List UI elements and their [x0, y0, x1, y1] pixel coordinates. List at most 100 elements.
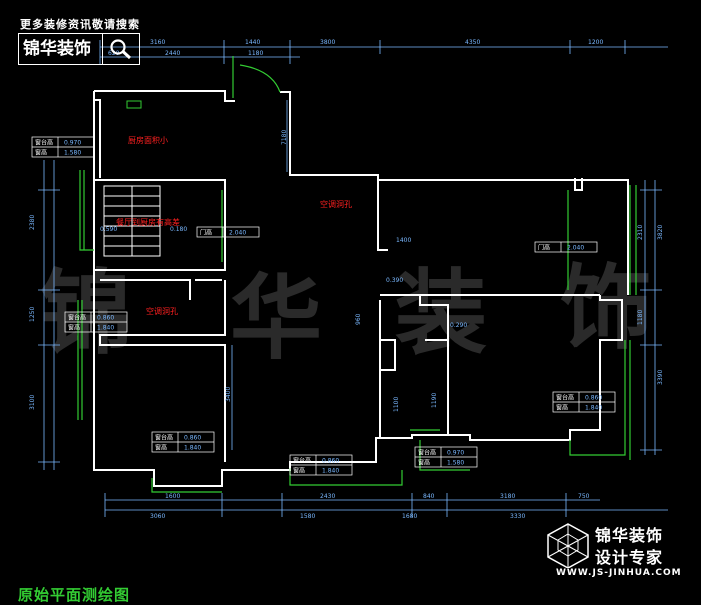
spec-table-value: 1.580 [447, 460, 464, 467]
walls [93, 90, 629, 487]
dim-inner-1: 7180 [281, 130, 288, 145]
stairs [103, 185, 161, 257]
spec-table-value: 0.860 [322, 458, 339, 465]
dim-right-2: 3820 [657, 225, 664, 240]
spec-table-key: 门高 [200, 229, 212, 237]
dimension-texts: 3160 1440 3800 4350 1200 620 2440 1180 1… [29, 39, 664, 520]
spec-table-key: 窗台高 [293, 457, 311, 465]
dim-bottom-5: 750 [578, 493, 590, 500]
dim-bottom-1: 1600 [165, 493, 180, 500]
brand-name: 锦华装饰 [595, 526, 664, 545]
spec-table-key: 窗台高 [556, 394, 574, 402]
watermark-char-3: 装 [395, 260, 487, 367]
brand-url[interactable]: WWW.JS-JINHUA.COM [556, 568, 682, 578]
label-air-1: 空调洞孔 [320, 199, 352, 209]
dim-inner-5: 1400 [396, 237, 411, 244]
spec-table-key: 窗高 [293, 467, 305, 475]
elevation-2: 0.180 [170, 226, 187, 233]
spec-table: 窗台高 0.860 窗高 1.840 [552, 391, 616, 413]
watermark-char-4: 饰 [560, 255, 652, 362]
spec-table-key: 窗高 [556, 404, 568, 412]
dim-right-1: 2310 [637, 225, 644, 240]
dim-bottom-6: 3060 [150, 513, 165, 520]
dim-top-3: 3800 [320, 39, 335, 46]
watermark: 锦 华 装 饰 [40, 255, 652, 372]
spec-table: 门高 2.040 [534, 241, 598, 253]
spec-table-value: 1.580 [64, 150, 81, 157]
dim-bottom-7: 1580 [300, 513, 315, 520]
dim-right-3: 1180 [637, 310, 644, 325]
dim-bottom-9: 3330 [510, 513, 525, 520]
dim-inner-4: 1100 [393, 397, 400, 412]
drawing-title: 原始平面测绘图 [18, 586, 131, 604]
spec-table-key: 窗高 [35, 149, 47, 157]
watermark-char-2: 华 [230, 265, 322, 372]
dim-top-8: 1180 [248, 50, 263, 57]
label-dining: 餐厅到厨房有高差 [116, 217, 180, 227]
spec-table-key: 窗台高 [35, 139, 53, 147]
dim-left-3: 3100 [29, 395, 36, 410]
spec-table-frame [534, 241, 598, 253]
dim-left-1: 2380 [29, 215, 36, 230]
spec-table-key: 门高 [538, 244, 550, 252]
dim-bottom-4: 3180 [500, 493, 515, 500]
logo-search-box[interactable]: 锦华装饰 [18, 33, 140, 65]
window-door-tables: 窗台高 0.970 窗高 1.580 门高 2.040 门高 2.040 窗台高 0.860 窗高 1… [31, 136, 616, 476]
spec-table-key: 窗台高 [68, 314, 86, 322]
spec-table-frame [196, 226, 260, 238]
spec-table-value: 2.040 [567, 245, 584, 252]
dim-inner-2: 3400 [225, 387, 232, 402]
brand-block: 锦华装饰 设计专家 [545, 520, 695, 570]
search-button[interactable] [103, 34, 139, 64]
spec-table-value: 2.040 [229, 230, 246, 237]
search-note: 更多装修资讯敬请搜索 [20, 18, 140, 31]
kitchen-fixture [126, 100, 142, 109]
spec-table: 窗台高 0.860 窗高 1.840 [151, 431, 215, 453]
dim-top-4: 4350 [465, 39, 480, 46]
spec-table: 窗台高 0.970 窗高 1.580 [31, 136, 95, 158]
dim-left-2: 1250 [29, 307, 36, 322]
spec-table-value: 0.970 [64, 140, 81, 147]
search-icon [110, 39, 132, 60]
brand-cube-icon [547, 523, 589, 568]
elevation-3: 0.390 [386, 277, 403, 284]
label-air-2: 空调洞孔 [146, 306, 178, 316]
spec-table-value: 0.860 [184, 435, 201, 442]
dim-right-4: 3390 [657, 370, 664, 385]
spec-table-value: 0.860 [97, 315, 114, 322]
dim-inner-3: 960 [355, 313, 362, 325]
dim-top-1: 3160 [150, 39, 165, 46]
brand-slogan: 设计专家 [595, 548, 664, 567]
elevation-1: 0.590 [100, 226, 117, 233]
dim-bottom-3: 840 [423, 493, 435, 500]
watermark-char-1: 锦 [40, 260, 132, 367]
spec-table: 窗台高 0.860 窗高 1.840 [289, 454, 353, 476]
spec-table: 窗台高 0.970 窗高 1.580 [414, 446, 478, 468]
spec-table-value: 1.840 [97, 325, 114, 332]
dim-top-7: 2440 [165, 50, 180, 57]
spec-table-key: 窗高 [155, 444, 167, 452]
spec-table-value: 0.860 [585, 395, 602, 402]
dim-bottom-2: 2430 [320, 493, 335, 500]
spec-table-value: 1.840 [184, 445, 201, 452]
room-labels: 厨房面积小 餐厅到厨房有高差 空调洞孔 空调洞孔 [116, 135, 352, 316]
elevation-4: 0.290 [450, 322, 467, 329]
elevation-marks: 0.590 0.180 0.390 0.290 [100, 226, 467, 329]
spec-table-key: 窗台高 [155, 434, 173, 442]
spec-table-key: 窗高 [418, 459, 430, 467]
spec-table-value: 1.840 [322, 468, 339, 475]
spec-table-value: 0.970 [447, 450, 464, 457]
dim-top-2: 1440 [245, 39, 260, 46]
dim-bottom-8: 1680 [402, 513, 417, 520]
spec-table-key: 窗台高 [418, 449, 436, 457]
dim-top-6: 620 [108, 50, 120, 57]
dim-inner-6: 1190 [431, 393, 438, 408]
spec-table-value: 1.840 [585, 405, 602, 412]
label-kitchen: 厨房面积小 [128, 135, 168, 145]
windows [77, 56, 637, 493]
dim-top-5: 1200 [588, 39, 603, 46]
spec-table: 门高 2.040 [196, 226, 260, 238]
